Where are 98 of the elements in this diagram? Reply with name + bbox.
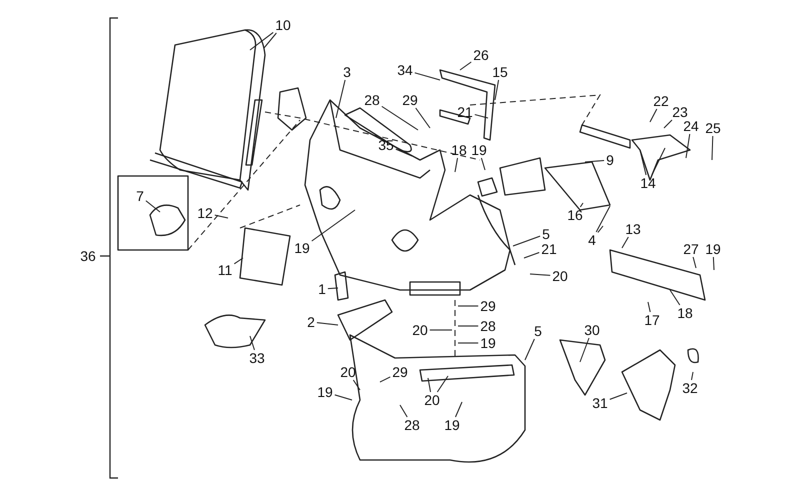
leader-line (648, 302, 651, 312)
callout-number: 20 (412, 323, 428, 337)
leader-line (458, 342, 479, 344)
callout-number: 10 (275, 18, 291, 32)
leader-line (580, 202, 584, 208)
callout-number: 19 (480, 336, 496, 350)
leader-line (530, 274, 551, 276)
callout-number: 21 (541, 242, 557, 256)
callout-number: 27 (683, 242, 699, 256)
callout-number: 19 (444, 418, 460, 432)
leader-line (622, 236, 629, 248)
callout-number: 28 (364, 93, 380, 107)
leader-line (436, 376, 448, 392)
callout-number: 1 (318, 282, 326, 296)
leader-line (584, 160, 605, 162)
callout-number: 5 (534, 324, 542, 338)
leader-line (395, 148, 412, 156)
leader-line (480, 158, 486, 170)
leader-line (316, 322, 338, 326)
leader-line (494, 80, 500, 100)
callout-number: 19 (294, 241, 310, 255)
callout-number: 32 (682, 381, 698, 395)
callout-number: 18 (677, 306, 693, 320)
callout-number: 28 (404, 418, 420, 432)
callout-number: 24 (683, 119, 699, 133)
leader-line (334, 394, 352, 400)
leader-line (381, 106, 418, 130)
callout-number: 35 (378, 138, 394, 152)
leader-line (524, 338, 535, 360)
callout-number: 34 (397, 63, 413, 77)
leader-line (250, 336, 255, 350)
leader-line (692, 256, 696, 268)
leader-line (327, 288, 338, 290)
leader-line (311, 210, 356, 242)
leader-line (712, 136, 714, 160)
leader-line (400, 404, 408, 418)
callout-number: 25 (705, 121, 721, 135)
callout-number: 21 (457, 105, 473, 119)
leader-line (670, 290, 680, 306)
callout-number: 19 (317, 385, 333, 399)
leader-line (651, 148, 666, 176)
callout-number: 20 (552, 269, 568, 283)
callout-number: 22 (653, 94, 669, 108)
leader-line (352, 380, 360, 390)
leader-line (264, 32, 277, 48)
callout-number: 31 (592, 396, 608, 410)
callout-number: 15 (492, 65, 508, 79)
callout-number: 29 (392, 365, 408, 379)
callout-number: 16 (567, 208, 583, 222)
callout-number: 23 (672, 105, 688, 119)
callout-number: 3 (343, 65, 351, 79)
callout-number: 29 (402, 93, 418, 107)
leader-line (454, 158, 458, 172)
callout-number: 14 (640, 176, 656, 190)
leader-line (145, 200, 160, 212)
leader-line (214, 214, 228, 218)
callout-number: 11 (218, 263, 232, 277)
callout-number: 9 (606, 153, 614, 167)
leader-line (524, 252, 540, 258)
callout-number: 20 (424, 393, 440, 407)
callout-number: 5 (542, 227, 550, 241)
leader-line (414, 72, 440, 80)
callout-number: 26 (473, 48, 489, 62)
callout-number: 12 (197, 206, 213, 220)
leader-line (336, 80, 346, 118)
leader-line (250, 32, 274, 50)
leader-line (686, 134, 690, 158)
callout-number: 28 (480, 319, 496, 333)
leader-line (580, 338, 590, 362)
leader-line (415, 108, 430, 128)
leader-line (234, 258, 244, 264)
callout-number: 18 (451, 143, 467, 157)
callout-number: 2 (307, 315, 315, 329)
callout-number: 19 (471, 143, 487, 157)
leader-line (460, 62, 472, 70)
leader-line (609, 392, 628, 400)
leader-line (474, 114, 488, 118)
leader-line (596, 206, 610, 232)
leader-line (640, 150, 647, 176)
leader-line (512, 236, 541, 246)
callout-number: 7 (136, 189, 144, 203)
callout-number: 33 (249, 351, 265, 365)
callout-number: 17 (644, 313, 660, 327)
callout-number: 29 (480, 299, 496, 313)
leader-line (712, 256, 714, 270)
leader-line (691, 372, 694, 380)
callout-number: 13 (625, 222, 641, 236)
leader-line (428, 378, 432, 392)
callout-number: 36 (80, 249, 96, 263)
leader-line (597, 226, 604, 233)
callout-number: 20 (340, 365, 356, 379)
leader-line (664, 120, 672, 128)
callout-number: 19 (705, 242, 721, 256)
callout-number: 4 (588, 233, 596, 247)
callout-number: 30 (584, 323, 600, 337)
leader-line (454, 402, 462, 418)
leader-line (650, 108, 658, 122)
leader-line (380, 376, 391, 382)
